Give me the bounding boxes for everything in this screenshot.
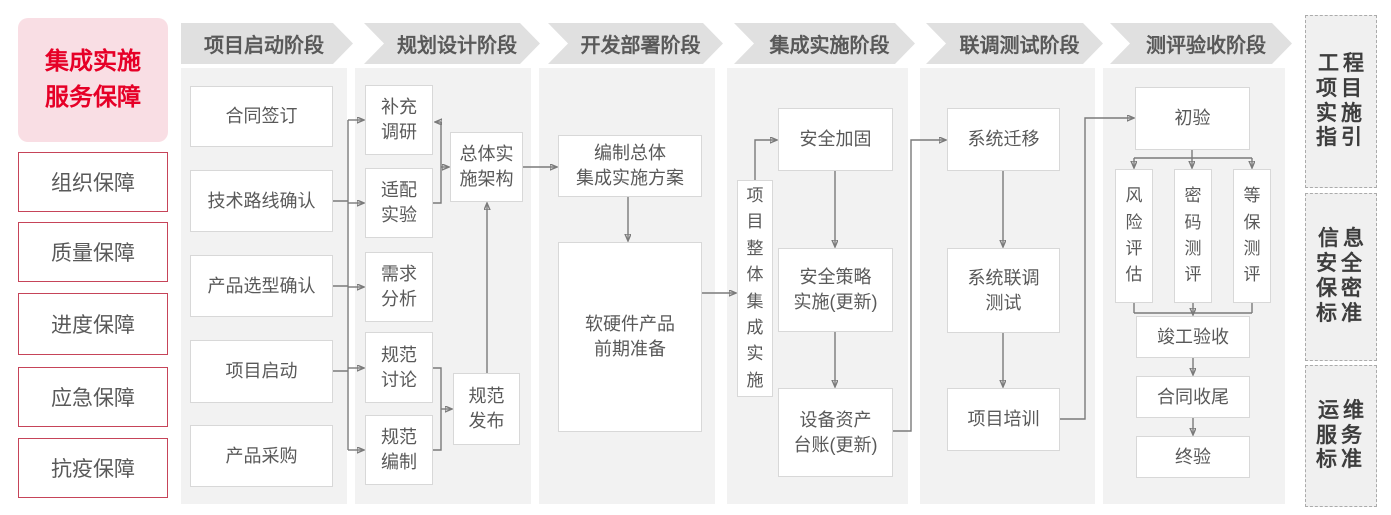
node-project-kickoff: 项目启动	[190, 340, 333, 403]
node-completion-acceptance: 竣工验收	[1136, 316, 1250, 358]
phase-header-integration: 集成实施阶段	[734, 23, 915, 64]
panel-project-implementation-guide: 工程 项目 实施 指引	[1305, 15, 1377, 188]
phase-header-dev-deploy: 开发部署阶段	[548, 23, 723, 64]
phase-header-joint-testing: 联调测试阶段	[926, 23, 1103, 64]
node-hardware-software-preparation: 软硬件产品 前期准备	[558, 242, 702, 432]
node-tech-route-confirm: 技术路线确认	[190, 170, 333, 232]
node-crypto-evaluation: 密码测评	[1174, 169, 1212, 303]
node-risk-assessment: 风险评估	[1115, 169, 1153, 303]
node-preliminary-acceptance: 初验	[1135, 87, 1250, 150]
node-spec-release: 规范 发布	[453, 373, 520, 445]
phase-header-evaluation-acceptance: 测评验收阶段	[1110, 23, 1292, 64]
sidebar-item-schedule-guarantee: 进度保障	[18, 293, 168, 355]
node-adaptation-test: 适配 实验	[365, 168, 433, 238]
node-supplementary-research: 补充 调研	[365, 85, 433, 155]
sidebar-item-anti-epidemic-guarantee: 抗疫保障	[18, 438, 168, 498]
node-system-migration: 系统迁移	[947, 108, 1060, 171]
phase-header-project-kickoff: 项目启动阶段	[181, 23, 353, 64]
node-final-acceptance: 终验	[1136, 436, 1250, 478]
panel-info-security-confidentiality-standard: 信息 安全 保密 标准	[1305, 193, 1377, 361]
node-overall-project-integration: 项目整体集成实施	[737, 180, 773, 397]
node-overall-integration-plan: 编制总体 集成实施方案	[558, 135, 702, 197]
node-contract-signing: 合同签订	[190, 86, 333, 147]
node-requirement-analysis: 需求 分析	[365, 252, 433, 322]
node-asset-ledger-update: 设备资产 台账(更新)	[778, 388, 893, 477]
node-contract-closure: 合同收尾	[1136, 376, 1250, 418]
node-security-policy-implementation: 安全策略 实施(更新)	[778, 248, 893, 332]
page-title: 集成实施 服务保障	[18, 18, 168, 142]
panel-om-service-standard: 运维 服务 标准	[1305, 365, 1377, 507]
node-project-training: 项目培训	[947, 388, 1060, 451]
sidebar-item-quality-guarantee: 质量保障	[18, 222, 168, 282]
sidebar-item-emergency-guarantee: 应急保障	[18, 367, 168, 427]
node-overall-implementation-architecture: 总体实 施架构	[450, 132, 523, 202]
node-product-procurement: 产品采购	[190, 425, 333, 487]
phase-header-planning-design: 规划设计阶段	[364, 23, 540, 64]
node-system-joint-debugging: 系统联调 测试	[947, 248, 1060, 333]
node-classified-protection-evaluation: 等保测评	[1233, 169, 1271, 303]
node-spec-drafting: 规范 编制	[365, 415, 433, 485]
node-product-selection-confirm: 产品选型确认	[190, 255, 333, 317]
sidebar-item-organization-guarantee: 组织保障	[18, 152, 168, 212]
node-security-hardening: 安全加固	[778, 108, 893, 171]
node-spec-discussion: 规范 讨论	[365, 332, 433, 403]
